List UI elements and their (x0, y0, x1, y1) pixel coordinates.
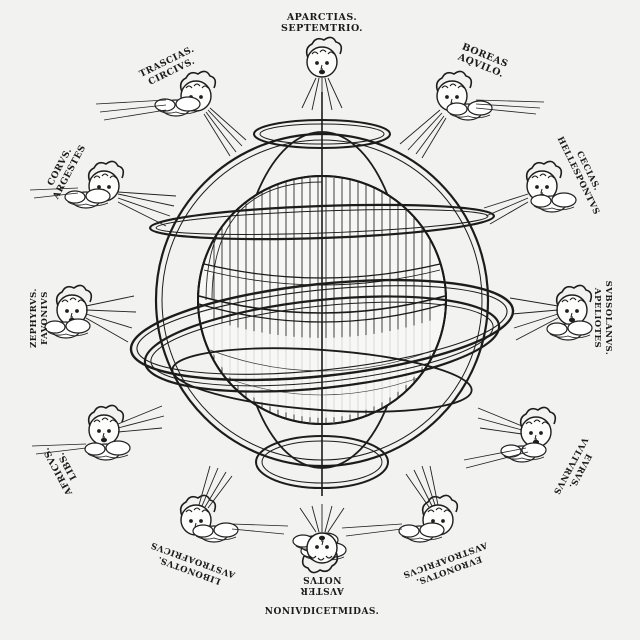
wind-cecias-head-icon (483, 160, 577, 225)
footer-motto: NONIVDICETMIDAS. (265, 607, 380, 617)
wind-africus-head-icon (31, 404, 165, 461)
wind-libonotus-head-icon (179, 465, 289, 543)
label-subsolanus-1: SVBSOLANVS. (603, 281, 613, 356)
label-auster-1: AVSTER (300, 585, 345, 595)
label-aparctias-2: SEPTEMTRIO. (281, 23, 363, 34)
label-zephyrus-2: FAVONIVS (40, 291, 50, 345)
label-subsolanus-2: APELIOTES (592, 287, 602, 348)
wind-eurus-head-icon (463, 406, 557, 469)
wind-aparctias-head-icon (301, 36, 343, 112)
wind-auster-head-icon (292, 504, 347, 574)
wind-euronotus-head-icon (341, 465, 459, 543)
wind-subsolanus-head-icon (509, 284, 593, 341)
wind-corus-head-icon (29, 160, 177, 227)
wind-heads (29, 36, 593, 574)
label-aparctias-1: APARCTIAS. (286, 12, 357, 23)
wind-thrascias-head-icon (95, 70, 247, 157)
label-zephyrus-1: ZEPHYRVS. (29, 288, 39, 348)
wind-boreas-head-icon (399, 70, 545, 159)
armillary-sphere (129, 92, 515, 496)
wind-zephyrus-head-icon (44, 284, 137, 343)
label-auster-2: NOTVS (303, 574, 342, 584)
